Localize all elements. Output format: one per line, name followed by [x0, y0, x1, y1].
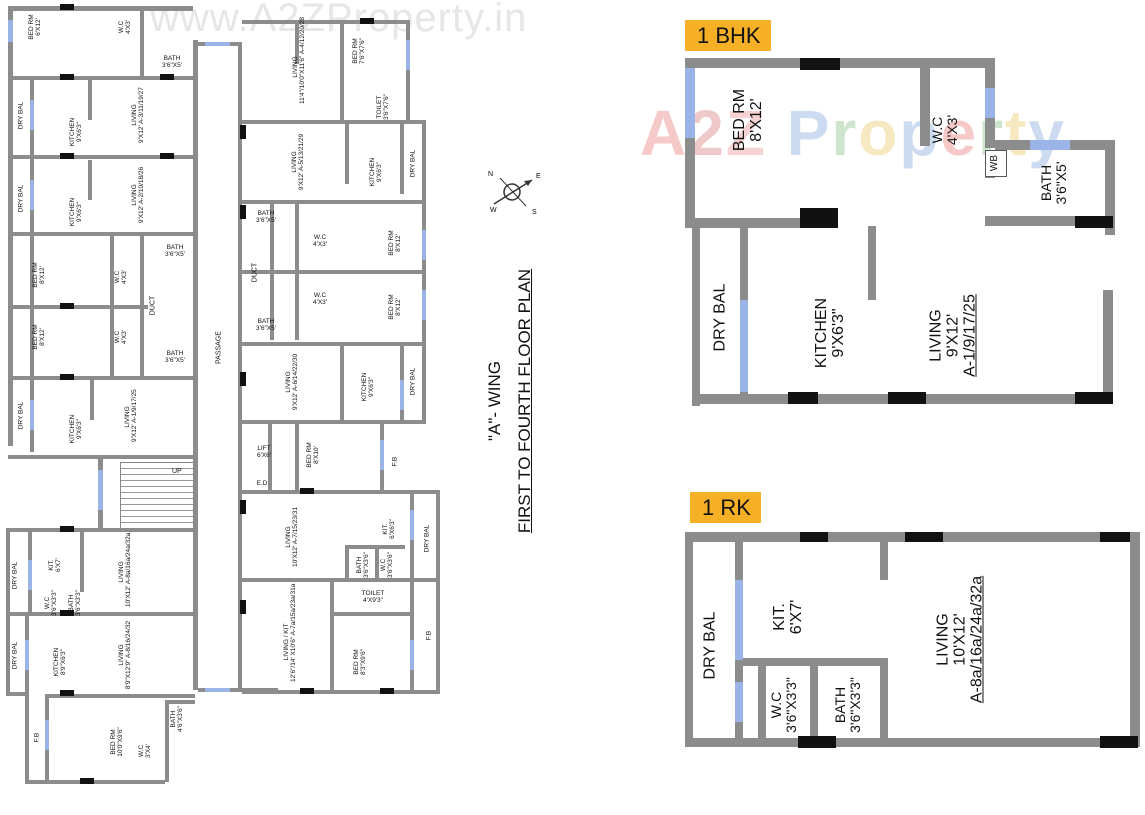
svg-text:W: W	[490, 207, 497, 214]
svg-text:E: E	[536, 173, 541, 180]
rk-drybal-label: DRY BAL	[701, 611, 719, 680]
floor-plan: UP PASSAGE	[0, 0, 450, 815]
stair-up-label: UP	[172, 468, 182, 475]
lp-drybal5: DRY BAL	[11, 641, 19, 670]
wing-title: "A"- WING	[485, 360, 504, 442]
lp-drybal4: DRY BAL	[11, 561, 19, 590]
lp-kit4: KIT.6'X7'	[48, 557, 62, 573]
bhk-tag: 1 BHK	[685, 20, 771, 51]
svg-text:S: S	[532, 209, 537, 216]
svg-text:N: N	[488, 171, 493, 178]
passage-label: PASSAGE	[215, 331, 223, 364]
rp-drybal1: DRY BAL	[409, 149, 417, 178]
bhk-drybal-label: DRY BAL	[711, 283, 729, 352]
lp-drybal2: DRY BAL	[17, 184, 25, 213]
rp-ed: E.D	[256, 480, 268, 487]
floor-plan-title: FIRST TO FOURTH FLOOR PLAN	[515, 268, 534, 534]
compass-icon: N E S W	[488, 171, 541, 216]
lp-drybal3: DRY BAL	[17, 401, 25, 430]
lp-fb1: F.B	[33, 732, 41, 743]
lp-drybal1: DRY BAL	[17, 101, 25, 130]
rp-fb1: F.B	[391, 456, 399, 467]
rp-drybal3: DRY BAL	[423, 524, 431, 553]
rk-kit-label: KIT.6'X7'	[771, 599, 805, 635]
rp-fb2: F.B	[425, 630, 433, 641]
watermark-brand: A2Z Property	[640, 97, 1066, 169]
rk-tag: 1 RK	[690, 492, 761, 523]
bhk-wb: WB	[989, 154, 1000, 172]
staircase	[120, 462, 194, 530]
lp-duct: DUCT	[149, 295, 157, 316]
rp-duct: DUCT	[251, 262, 259, 283]
rp-drybal2: DRY BAL	[409, 367, 417, 396]
rp-kit3: KIT.6'X6'3"	[382, 519, 396, 539]
